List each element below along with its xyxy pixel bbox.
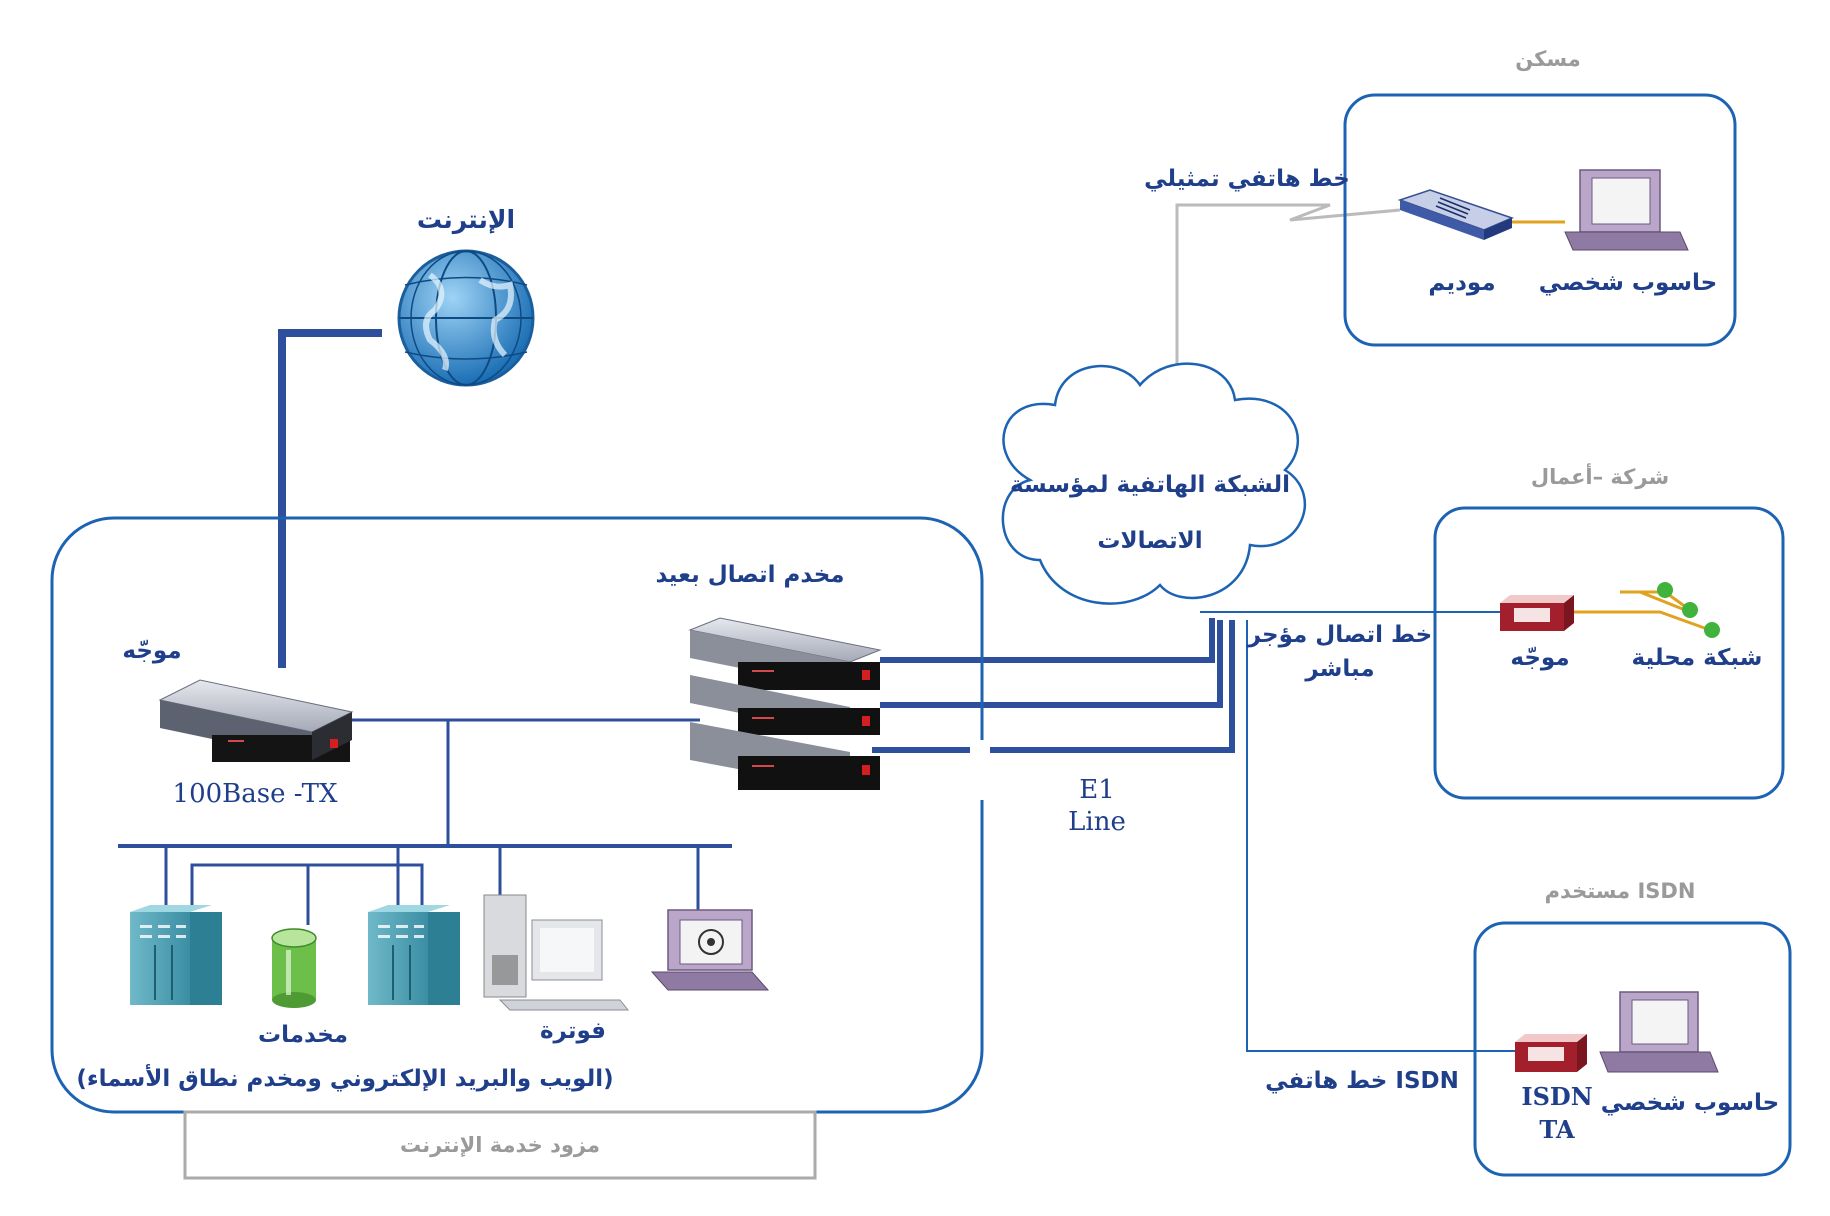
- company-title: شركة –أعمال: [1531, 462, 1669, 489]
- isdn-ta-label-1: ISDN: [1521, 1082, 1592, 1111]
- labels: الإنترنت موجّه 100Base -TX مخدم اتصال بع…: [76, 47, 1779, 1157]
- isp-caption-label: مزود خدمة الإنترنت: [400, 1133, 600, 1157]
- router-company-icon: [1500, 595, 1574, 631]
- port-type-label: 100Base -TX: [173, 779, 338, 809]
- servers-desc-label: (الويب والبريد الإلكتروني ومخدم نطاق الأ…: [76, 1063, 613, 1092]
- modem-icon: [1397, 189, 1515, 240]
- isdn-line-label: خط هاتفي ISDN: [1265, 1068, 1459, 1094]
- pc-home-label: حاسوب شخصي: [1539, 270, 1718, 296]
- servers-label: مخدمات: [258, 1022, 348, 1048]
- isp-border: [50, 516, 984, 1114]
- pc-isdn-icon: [1599, 991, 1719, 1073]
- e1-line-1: [880, 618, 1215, 663]
- router-icon: [158, 679, 354, 762]
- isdn-phone-line: [1246, 620, 1520, 1052]
- leased-line-label-2: مباشر: [1304, 656, 1374, 682]
- lan-icon: [1574, 582, 1720, 638]
- server-cabinet-icon-2: [368, 905, 460, 1005]
- terminal-icon: [650, 909, 770, 991]
- billing-label: فوترة: [540, 1018, 606, 1044]
- ras-label: مخدم اتصال بعيد: [655, 562, 844, 588]
- workstation-icon: [483, 894, 630, 1011]
- connection-lines: [118, 203, 1520, 1052]
- e1-line-2: [880, 620, 1223, 708]
- analog-line-label: خط هاتفي تمثيلي: [1144, 166, 1350, 192]
- server-stack-icon: [688, 617, 882, 790]
- globe-icon: [397, 249, 535, 387]
- pc-isdn-label: حاسوب شخصي: [1601, 1090, 1780, 1116]
- leased-line-label-1: خط اتصال مؤجر: [1247, 622, 1433, 648]
- e1-line-3: [872, 620, 1235, 753]
- home-border: [1343, 93, 1737, 347]
- storage-drum-icon: [271, 928, 317, 1008]
- router-company-label: موجّه: [1510, 645, 1569, 671]
- cloud-icon: [1001, 362, 1306, 605]
- isp-caption-box: [183, 1110, 817, 1180]
- home-title: مسكن: [1515, 47, 1580, 71]
- modem-label: موديم: [1428, 270, 1495, 296]
- e1-label-1: E1: [1079, 775, 1115, 805]
- lan-label: شبكة محلية: [1632, 645, 1763, 671]
- router-internet-link: [278, 329, 382, 668]
- router-isp-label: موجّه: [122, 638, 181, 664]
- company-border: [1433, 506, 1785, 800]
- isdn-border: [1473, 921, 1792, 1177]
- isdn-ta-label-2: TA: [1539, 1115, 1575, 1144]
- cloud-label-2: الاتصالات: [1097, 528, 1202, 554]
- isdn-user-title: مستخدم ISDN: [1545, 879, 1696, 903]
- server-cabinet-icon: [130, 905, 222, 1005]
- pc-icon: [1564, 169, 1689, 251]
- isdn-ta-icon: [1515, 1034, 1587, 1072]
- cloud-label-1: الشبكة الهاتفية لمؤسسة: [1010, 472, 1290, 498]
- e1-label-2: Line: [1068, 807, 1126, 837]
- analog-phone-line: [1175, 203, 1401, 425]
- internet-label: الإنترنت: [417, 205, 515, 235]
